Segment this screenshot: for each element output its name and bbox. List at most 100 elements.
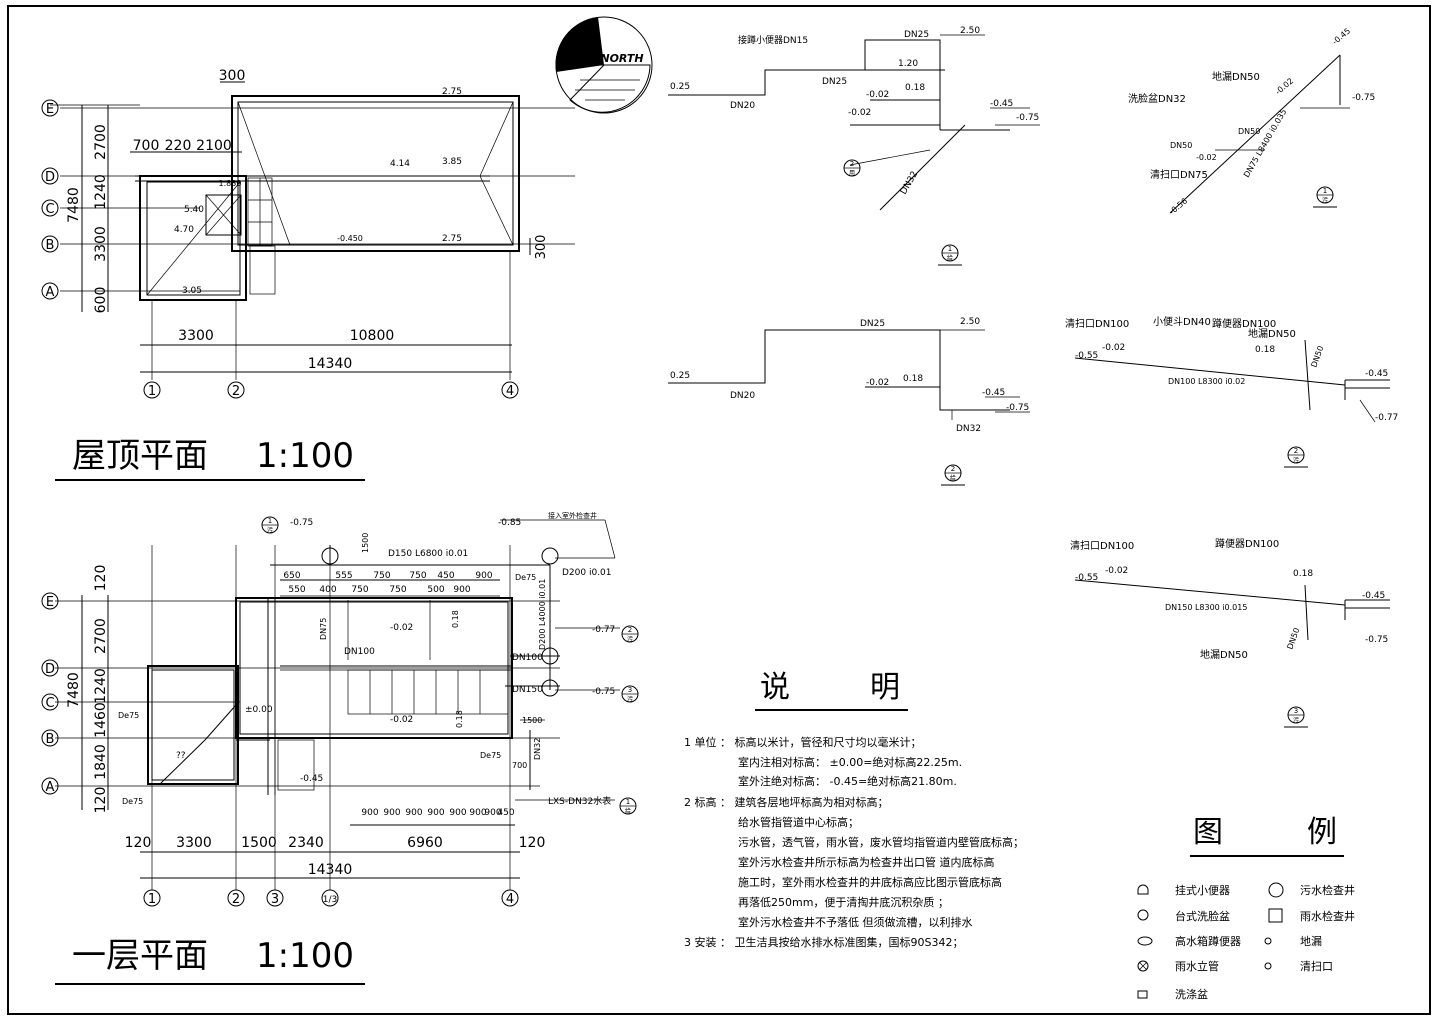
note-item: 施工时，室外雨水检查井的井底标高应比图示管底标高 <box>738 875 1002 889</box>
drain3-label: -0.75 <box>1365 635 1388 645</box>
ground-dim-bottom: 6960 <box>407 835 443 851</box>
drain2-label: 清扫口DN100 <box>1065 317 1129 330</box>
callout-top: 3 <box>628 686 632 694</box>
ground-pipe-label: DN75 <box>319 618 328 640</box>
roof-dim-1240: 1240 <box>93 174 109 210</box>
roof-dim-2100: 2100 <box>196 138 232 154</box>
drain3-marker-top: 3 <box>1294 707 1298 715</box>
sys1-ref-top: 2 <box>850 160 854 168</box>
sys2-label: 2.50 <box>960 317 980 327</box>
ground-axis-1: 1 <box>148 892 156 907</box>
floor-drain-icon <box>1264 937 1272 945</box>
ground-dim-top2: 900 <box>453 585 470 595</box>
ground-pipe-label: ±0.00 <box>245 705 273 715</box>
ground-pipe-label: ?? <box>176 751 186 761</box>
sys2-label: -0.75 <box>1006 403 1029 413</box>
drain2-label: DN100 L8300 i0.02 <box>1168 377 1245 386</box>
ground-pipe-label: 接入室外检查井 <box>548 511 597 520</box>
ground-dim-left: 120 <box>93 787 109 814</box>
drain3-label: DN50 <box>1285 627 1301 651</box>
roof-elev: 1.830 <box>219 179 242 188</box>
rain-riser-icon <box>1137 960 1149 972</box>
note-item: 1 单位 ： 标高以米计，管径和尺寸均以毫米计； <box>684 735 922 749</box>
sys1-label: -0.75 <box>1016 113 1039 123</box>
sink-icon <box>1137 990 1148 999</box>
ground-pipe-label: 700 <box>512 761 527 770</box>
drain1-label: 洗脸盆DN32 <box>1128 92 1186 105</box>
roof-plan-scale: 1:100 <box>256 436 354 476</box>
roof-elev: 4.70 <box>174 225 194 235</box>
sys1-label: DN25 <box>822 77 847 87</box>
ground-axis-D: D <box>45 662 55 677</box>
ground-dim-left: 1460 <box>93 702 109 738</box>
callout-top: 1 <box>626 798 630 806</box>
ground-axis-2: 2 <box>232 892 240 907</box>
wall-urinal-icon <box>1137 884 1149 895</box>
ground-pipe-label: De75 <box>480 751 501 760</box>
legend-label: 洗涤盆 <box>1175 987 1208 1001</box>
fixture-dim: 900 <box>484 808 501 818</box>
note-item: 污水管，透气管，雨水管，废水管均指管道内壁管底标高； <box>738 835 1024 849</box>
fixture-dim: 900 <box>449 808 466 818</box>
drain2-label: -0.45 <box>1365 369 1388 379</box>
drain3-label: DN150 L8300 i0.015 <box>1165 603 1247 612</box>
drain-system-3 <box>1074 579 1390 641</box>
callout-bottom: 污 <box>627 695 633 703</box>
drain1-marker-bottom: 污 <box>1322 196 1328 204</box>
drain1-label: -0.45 <box>1331 26 1353 46</box>
roof-axis-E: E <box>46 102 54 117</box>
note-item: 室外污水检查井所示标高为检查井出口管 道内底标高 <box>738 855 995 869</box>
drain2-label: -0.02 <box>1102 343 1125 353</box>
squat-toilet-icon <box>1137 936 1153 946</box>
ground-dim-top: 650 <box>283 571 300 581</box>
legend-label: 清扫口 <box>1300 960 1333 973</box>
drain2-label: 小便斗DN40 <box>1153 315 1211 328</box>
ground-plan-scale: 1:100 <box>256 936 354 976</box>
north-label: NORTH <box>600 52 643 65</box>
roof-dim-700: 700 <box>133 138 160 154</box>
ground-dim-top2: 750 <box>351 585 368 595</box>
ground-pipe-label: -0.77 <box>592 625 615 635</box>
ground-dim-left: 2700 <box>93 618 109 654</box>
fixture-dim: 900 <box>383 808 400 818</box>
ground-pipe-label: -0.45 <box>300 774 323 784</box>
ground-axis-E: E <box>46 595 54 610</box>
legend-label: 高水箱蹲便器 <box>1175 934 1241 948</box>
drain1-label: 清扫口DN75 <box>1150 168 1208 181</box>
ground-axis-B: B <box>46 732 55 747</box>
ground-pipe-label: LXS-DN32水表 <box>548 795 611 807</box>
roof-elev: -0.450 <box>337 234 363 243</box>
sys1-label: DN20 <box>730 101 755 111</box>
drain3-label: -0.45 <box>1362 591 1385 601</box>
ground-dim-top2: 750 <box>389 585 406 595</box>
ground-dim-bottom: 3300 <box>176 835 212 851</box>
sheet-border <box>7 5 1431 1015</box>
sys2-label: DN25 <box>860 319 885 329</box>
roof-dim-600: 600 <box>93 287 109 314</box>
ground-axis-4: 4 <box>506 892 514 907</box>
legend-heading-2: 例 <box>1307 815 1337 850</box>
ground-plan-title: 一层平面 <box>72 936 208 976</box>
note-item: 室外污水检查井不予落低 但须做流槽，以利排水 <box>738 915 973 929</box>
ground-dim-top2: 400 <box>319 585 336 595</box>
roof-axis-bubbles <box>41 99 519 399</box>
ground-callouts <box>261 516 639 815</box>
notes-heading-1: 说 <box>760 670 790 705</box>
sys1-label: 0.18 <box>905 83 925 93</box>
sys2-label: -0.45 <box>982 388 1005 398</box>
ground-pipe-label: DN150 <box>512 685 543 695</box>
roof-dim-14340: 14340 <box>308 356 353 372</box>
drain3-marker-bottom: 污 <box>1293 716 1299 724</box>
roof-plan <box>50 81 575 380</box>
ground-axis-1-3: 1/3 <box>323 895 337 905</box>
sys1-label: -0.02 <box>866 90 889 100</box>
ground-dim-bottom: 120 <box>519 835 546 851</box>
ground-dim-top: 750 <box>409 571 426 581</box>
legend-label: 雨水立管 <box>1175 959 1219 973</box>
legend-icons <box>1137 882 1284 999</box>
ground-dim-left: 1840 <box>93 744 109 780</box>
sys2-marker-bottom: 给 <box>950 474 956 482</box>
sys1-label: -0.45 <box>990 99 1013 109</box>
fixture-dim: 900 <box>361 808 378 818</box>
